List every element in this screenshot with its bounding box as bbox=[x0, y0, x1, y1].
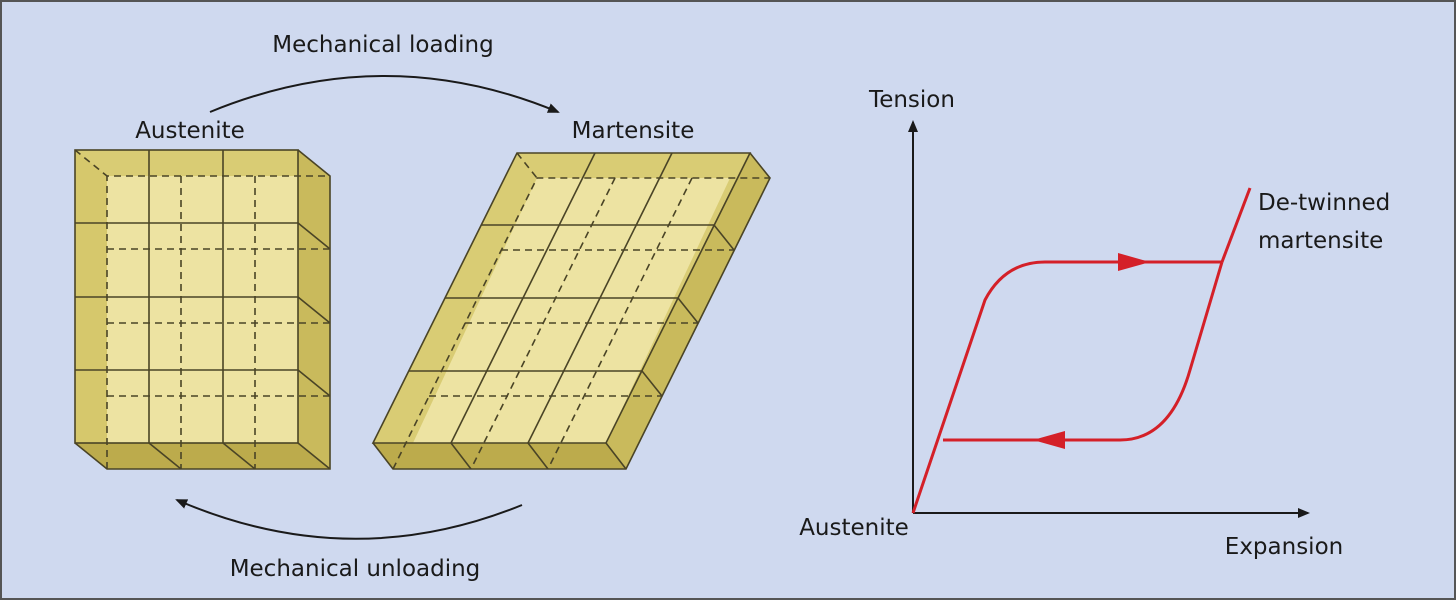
martensite-block bbox=[371, 152, 771, 470]
arrow-right-icon bbox=[1118, 253, 1150, 271]
unloading-label: Mechanical unloading bbox=[230, 556, 481, 582]
origin-label: Austenite bbox=[799, 515, 909, 541]
unloading-curve bbox=[943, 261, 1224, 442]
end-label-line2: martensite bbox=[1258, 228, 1383, 254]
detwinned-curve bbox=[1220, 187, 1252, 263]
x-axis-label: Expansion bbox=[1225, 534, 1343, 560]
stress-strain-graph: Tension Expansion Austenite De-twinned m… bbox=[799, 87, 1390, 560]
loading-label: Mechanical loading bbox=[272, 32, 493, 58]
arrow-left-icon bbox=[1033, 431, 1065, 449]
unloading-arrow bbox=[175, 499, 523, 540]
austenite-label: Austenite bbox=[135, 118, 245, 144]
martensite-label: Martensite bbox=[572, 118, 695, 144]
loading-arrow bbox=[209, 75, 560, 113]
loading-curve bbox=[911, 260, 1222, 514]
y-axis-label: Tension bbox=[868, 87, 955, 113]
austenite-block bbox=[74, 149, 331, 470]
end-label-line1: De-twinned bbox=[1258, 190, 1390, 216]
